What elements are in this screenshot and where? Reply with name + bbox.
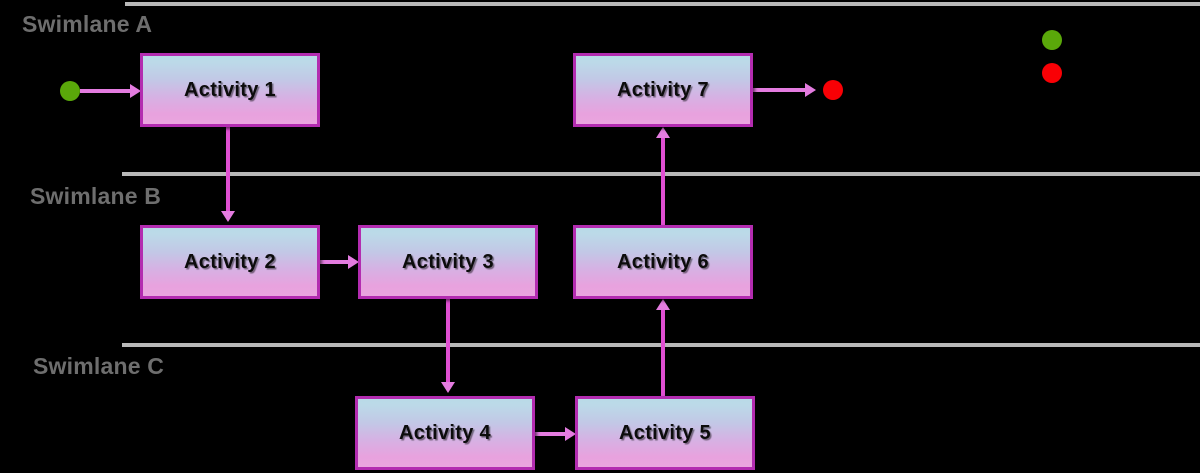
arrow-head-start-to-activity-1 bbox=[130, 84, 141, 98]
connector-activity-2-to-activity-3 bbox=[320, 260, 352, 264]
activity-label-6: Activity 6 bbox=[617, 250, 709, 273]
activity-label-3: Activity 3 bbox=[402, 250, 494, 273]
activity-label-5: Activity 5 bbox=[619, 421, 711, 444]
activity-box-7[interactable]: Activity 7 bbox=[573, 53, 753, 127]
connector-activity-6-to-activity-7 bbox=[661, 138, 665, 225]
legend-end-event-icon[interactable] bbox=[1042, 63, 1062, 83]
activity-label-2: Activity 2 bbox=[184, 250, 276, 273]
connector-activity-5-to-activity-6 bbox=[661, 310, 665, 396]
lane-label-a: Swimlane A bbox=[22, 11, 153, 37]
activity-label-4: Activity 4 bbox=[399, 421, 491, 444]
arrow-head-activity-1-to-activity-2 bbox=[221, 211, 235, 222]
arrow-head-activity-5-to-activity-6 bbox=[656, 299, 670, 310]
start-event-node[interactable] bbox=[60, 81, 80, 101]
arrow-head-activity-6-to-activity-7 bbox=[656, 127, 670, 138]
legend-start-event-icon[interactable] bbox=[1042, 30, 1062, 50]
end-event-node[interactable] bbox=[823, 80, 843, 100]
connector-start-to-activity-1 bbox=[80, 89, 132, 93]
connector-activity-4-to-activity-5 bbox=[535, 432, 569, 436]
connector-activity-3-to-activity-4 bbox=[446, 299, 450, 384]
connector-activity-1-to-activity-2 bbox=[226, 127, 230, 213]
activity-box-5[interactable]: Activity 5 bbox=[575, 396, 755, 470]
activity-label-1: Activity 1 bbox=[184, 78, 276, 101]
activity-box-6[interactable]: Activity 6 bbox=[573, 225, 753, 299]
arrow-head-activity-7-to-end bbox=[805, 83, 816, 97]
activity-box-4[interactable]: Activity 4 bbox=[355, 396, 535, 470]
arrow-head-activity-4-to-activity-5 bbox=[565, 427, 576, 441]
arrow-head-activity-2-to-activity-3 bbox=[348, 255, 359, 269]
activity-box-1[interactable]: Activity 1 bbox=[140, 53, 320, 127]
arrow-head-activity-3-to-activity-4 bbox=[441, 382, 455, 393]
activity-box-2[interactable]: Activity 2 bbox=[140, 225, 320, 299]
activity-box-3[interactable]: Activity 3 bbox=[358, 225, 538, 299]
connector-activity-7-to-end bbox=[753, 88, 807, 92]
lane-divider-a bbox=[125, 2, 1200, 6]
lane-label-b: Swimlane B bbox=[30, 183, 162, 209]
activity-label-7: Activity 7 bbox=[617, 78, 709, 101]
lane-label-c: Swimlane C bbox=[33, 353, 165, 379]
